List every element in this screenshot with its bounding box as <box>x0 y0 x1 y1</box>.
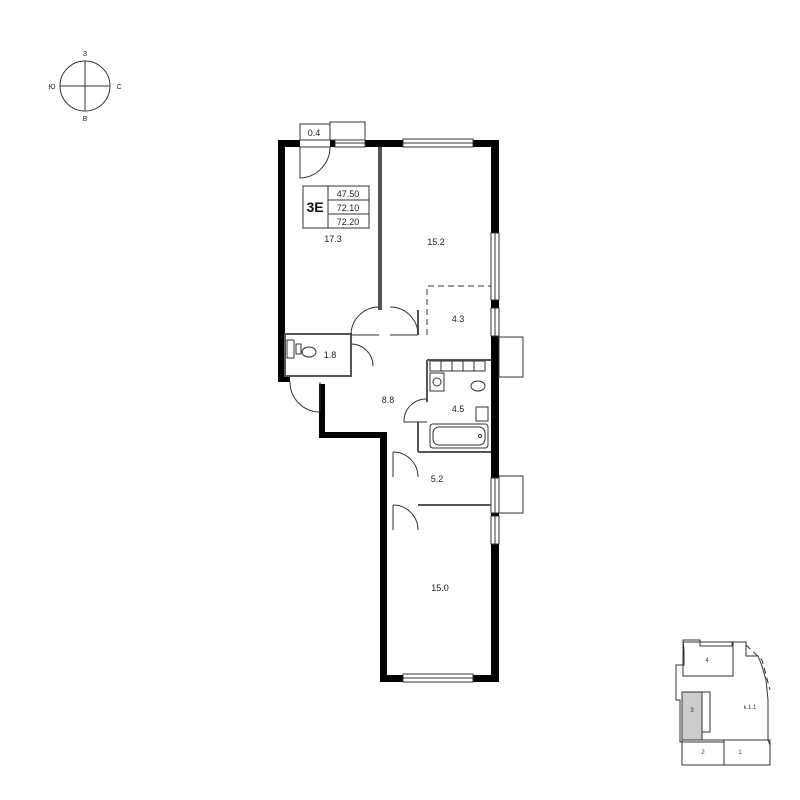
room-label-wardrobe: 4.3 <box>452 314 465 324</box>
key-plan-section-1: 1 <box>738 750 742 756</box>
area-living: 47.50 <box>337 189 360 199</box>
apartment-info: 3Е 47.50 72.10 72.20 <box>302 185 370 229</box>
room-label-wc: 1.8 <box>324 350 337 360</box>
room-label-storage: 5.2 <box>431 474 444 484</box>
room-label-living-room: 17.3 <box>324 234 342 244</box>
room-label-bedroom-1: 15.2 <box>427 237 445 247</box>
key-plan-section-2: 2 <box>701 750 705 756</box>
key-plan: 4 3 2 1 к.1.1 <box>675 639 771 766</box>
room-label-bathroom: 4.5 <box>452 404 465 414</box>
apartment-code: 3Е <box>306 199 323 215</box>
toilet-icon <box>301 346 317 358</box>
exterior-units <box>299 121 524 514</box>
compass-icon: З Ю С В <box>48 51 121 123</box>
area-total-with-balcony: 72.20 <box>337 217 360 227</box>
key-plan-building: к.1.1 <box>744 705 757 711</box>
area-total: 72.10 <box>337 203 360 213</box>
room-label-hall: 8.8 <box>382 395 395 405</box>
doors <box>289 146 428 531</box>
compass-south: В <box>83 116 88 123</box>
key-plan-section-3: 3 <box>690 708 694 714</box>
partitions <box>284 147 491 506</box>
bath-toilet-icon <box>470 380 486 392</box>
room-label-bedroom-2: 15.0 <box>431 583 449 593</box>
sink-icon <box>286 339 295 359</box>
compass-east: С <box>116 84 121 91</box>
key-plan-highlight <box>681 691 703 741</box>
room-label-balcony: 0.4 <box>308 128 321 138</box>
compass-north: З <box>83 51 87 58</box>
windows <box>334 138 500 683</box>
compass-west: Ю <box>48 84 55 91</box>
bath-sink-icon <box>475 406 489 422</box>
key-plan-section-4: 4 <box>705 658 709 664</box>
room-labels: 0.4 17.3 15.2 4.3 1.8 8.8 4.5 5.2 15.0 <box>308 128 465 593</box>
fixtures <box>286 339 489 449</box>
exterior-walls <box>278 140 499 682</box>
